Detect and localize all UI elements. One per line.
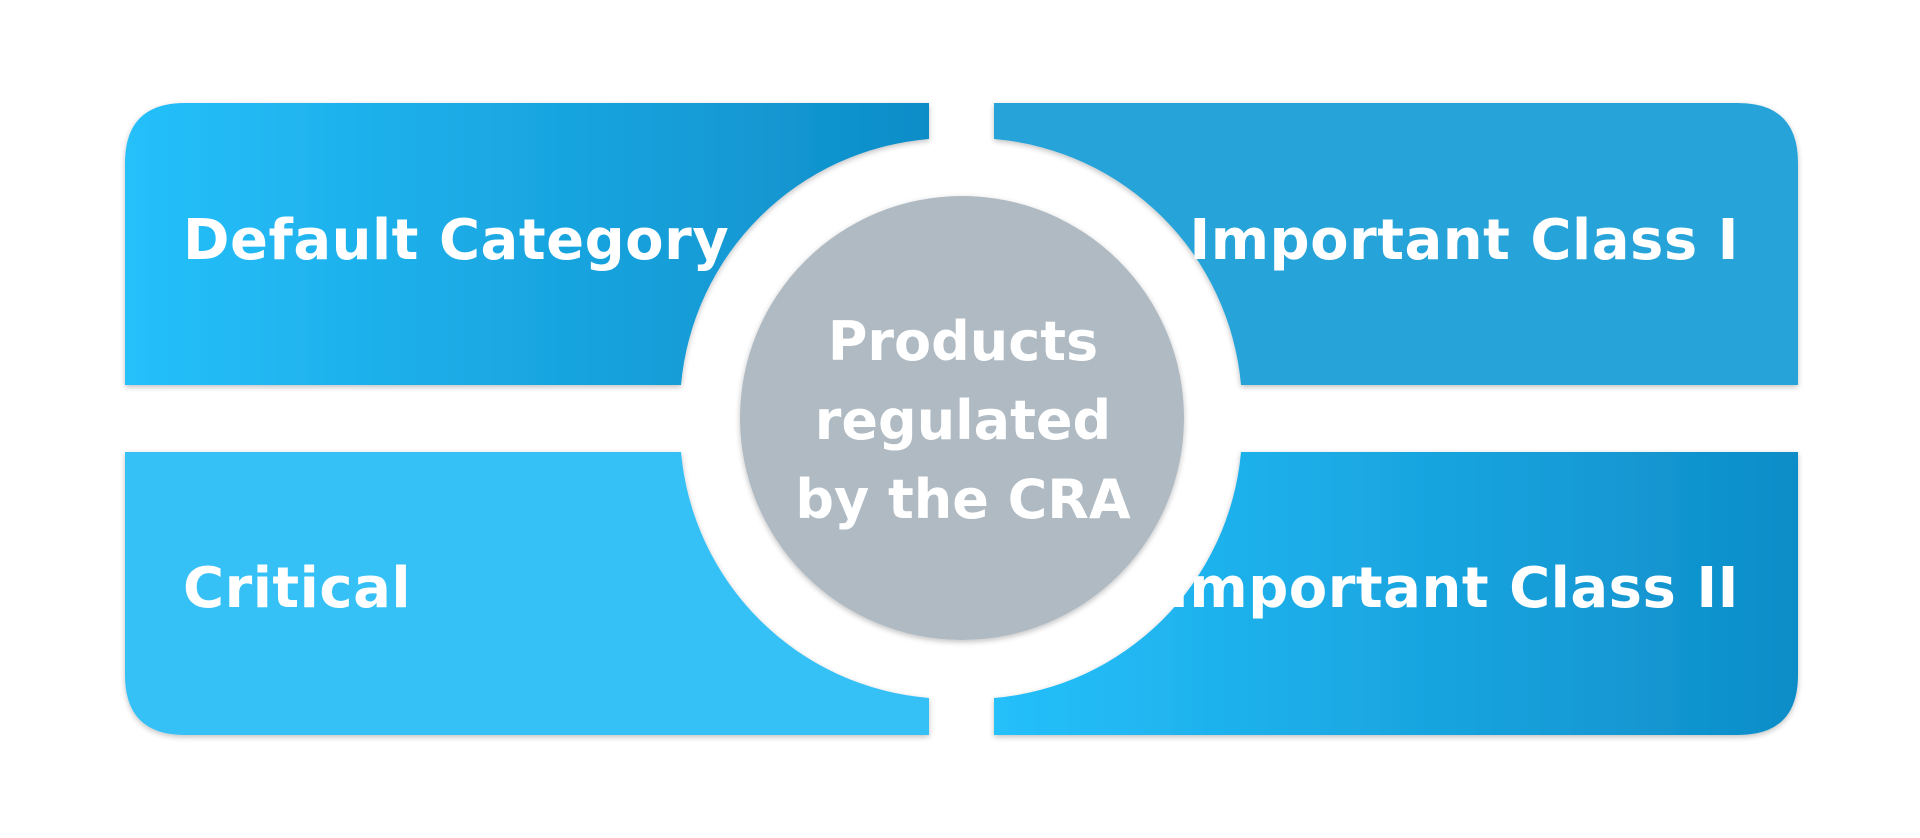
quadrant-label-important-class-2: Important Class II <box>1168 556 1739 621</box>
center-title-line-1: Products <box>827 309 1099 373</box>
quadrant-label-default-category: Default Category <box>183 208 730 273</box>
center-circle <box>740 196 1184 640</box>
center-title-line-3: by the CRA <box>795 467 1131 531</box>
quadrant-bottom-right-shape <box>994 452 1798 735</box>
quadrant-bottom-left-shape <box>125 452 929 735</box>
quadrant-top-right-shape <box>994 103 1798 385</box>
quadrant-top-left-shape <box>125 103 929 385</box>
center-title-line-2: regulated <box>814 388 1112 452</box>
quadrant-label-important-class-1: Important Class I <box>1189 208 1739 273</box>
center-title: Products regulated by the CRA <box>738 295 1188 545</box>
quadrant-label-critical: Critical <box>183 556 412 621</box>
